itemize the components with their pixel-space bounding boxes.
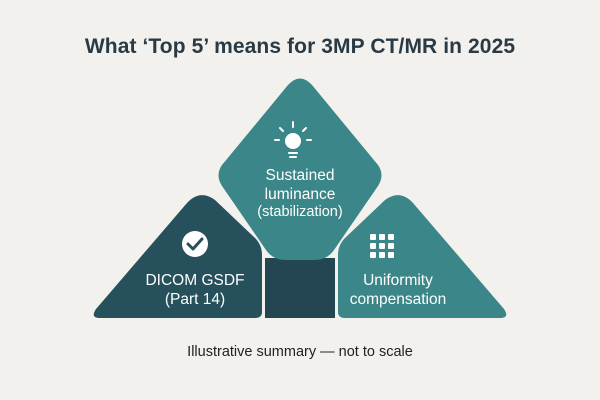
right-block-label: Uniformity compensation [323,272,473,309]
top-block-label: Sustained luminance (stabilization) [215,167,385,222]
left-block-line2: (Part 14) [164,290,226,308]
center-block [265,258,335,318]
top-block-line2: luminance [264,185,336,203]
top-block [218,78,382,260]
right-block [338,195,507,318]
right-block-line1: Uniformity [363,272,433,289]
top-block-line1: Sustained [265,167,335,184]
page-title: What ‘Top 5’ means for 3MP CT/MR in 2025 [84,35,516,58]
top-block-line3: (stabilization) [257,204,343,221]
left-block-line1: DICOM GSDF [145,272,245,289]
check-circle-icon [182,231,208,257]
grid-icon [370,234,394,258]
caption: Illustrative summary — not to scale [187,344,413,360]
right-block-line2: compensation [349,290,447,308]
lightbulb-icon [274,121,312,158]
left-block [93,195,262,318]
left-block-label: DICOM GSDF (Part 14) [120,272,270,309]
